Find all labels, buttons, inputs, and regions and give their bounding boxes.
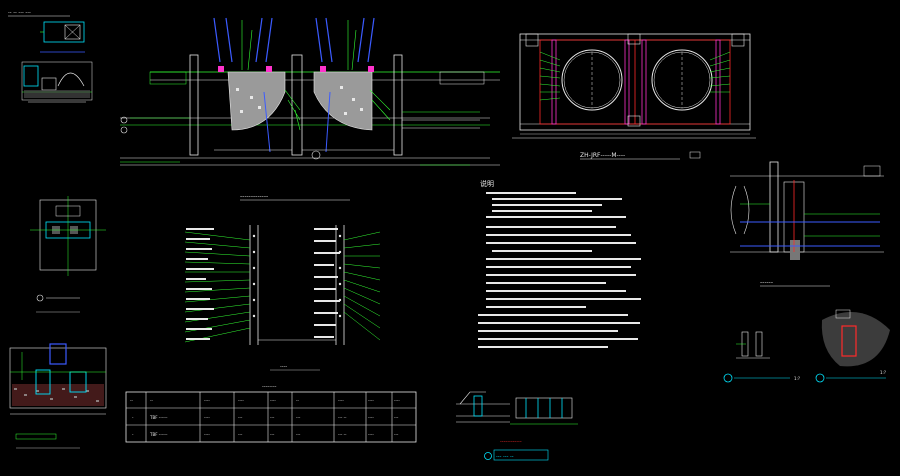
table-header-cell: -- <box>130 398 133 403</box>
plan-title: ZH-JRF-----M---- <box>580 152 625 159</box>
bottom-red-label: ------------ <box>500 439 522 445</box>
table-cell: TBF ------ <box>149 415 168 420</box>
bottom-center-detail: ------------ --- --- -- <box>456 391 578 461</box>
section-left-title: ------------- <box>240 193 268 200</box>
left-bottom-detail <box>9 343 107 449</box>
table-cell: --- <box>238 432 243 437</box>
right-small-label-1: 1:? <box>794 376 800 381</box>
equipment-table: -------- -- -- ---- ---- ---- -- ---- --… <box>125 384 417 443</box>
right-gate-sector <box>313 71 373 131</box>
table-cell: --- <box>238 415 243 420</box>
top-left-well-detail <box>21 61 93 101</box>
right-section-detail: ------ <box>730 161 884 287</box>
table-cell: --- <box>270 432 275 437</box>
right-detail-title: ------ <box>760 279 773 286</box>
bottom-blue-label: --- --- -- <box>496 454 514 460</box>
table-header-cell: ---- <box>238 398 244 403</box>
right-small-label-2: 1:? <box>880 370 886 375</box>
notes-block: 说明 <box>478 179 641 348</box>
table-header-cell: -- <box>150 398 153 403</box>
table-cell: ---- <box>368 415 374 420</box>
table-cell: TBF ------ <box>149 432 168 437</box>
left-middle-detail <box>30 196 106 313</box>
table-cell: ---- <box>368 432 374 437</box>
gate-plan-drawing: ZH-JRF-----M---- <box>512 33 756 160</box>
table-cell: ---- <box>204 415 210 420</box>
right-bottom-details: 1:? 1:? <box>723 309 890 383</box>
table-header-cell: ---- <box>204 398 210 403</box>
table-header-cell: ---- <box>338 398 344 403</box>
notes-text-lines <box>478 192 641 348</box>
table-cell: --- -- <box>338 432 347 437</box>
table-cell: --- <box>296 432 301 437</box>
bottom-blue-label-box <box>493 449 549 461</box>
plan-right-circle <box>651 49 713 111</box>
table-cell: ---- <box>204 432 210 437</box>
left-gate-sector <box>227 71 286 131</box>
table-header-cell: ---- <box>368 398 374 403</box>
table-cell: --- <box>296 415 301 420</box>
table-header-cell: -- <box>296 398 299 403</box>
plan-left-circle <box>561 49 623 111</box>
top-left-detail-group: -- -- --- --- <box>8 10 93 103</box>
table-cell: --- <box>270 415 275 420</box>
table-header-cell: ---- <box>394 398 400 403</box>
table-title: -------- <box>262 384 277 390</box>
section-scale-label: ---- <box>280 364 287 370</box>
gate-section-drawing <box>120 17 500 166</box>
table-cell: --- <box>394 432 399 437</box>
table-cell: --- -- <box>338 415 347 420</box>
table-cell: --- <box>394 415 399 420</box>
notes-heading: 说明 <box>480 179 494 188</box>
table-cell: - <box>132 415 134 420</box>
table-header-cell: ---- <box>270 398 276 403</box>
table-cell: - <box>132 432 134 437</box>
top-left-sheet-title: -- -- --- --- <box>8 10 31 16</box>
section-schematic-drawing: ------------- <box>184 193 381 371</box>
